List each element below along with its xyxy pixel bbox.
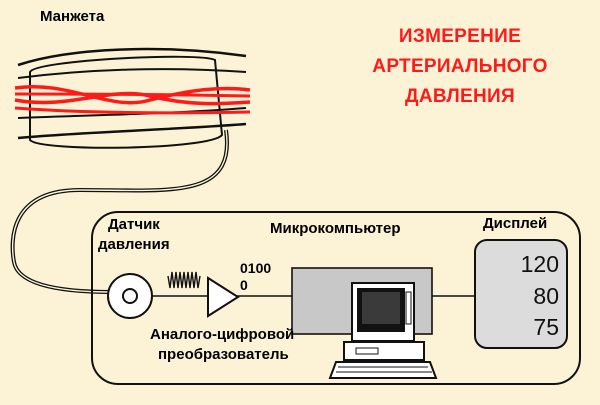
- analog-waveform: [167, 271, 201, 289]
- adc-label-line-2: преобразователь: [158, 346, 289, 363]
- arm-outline-bottom: [17, 122, 247, 140]
- arm-inner-bottom: [17, 107, 247, 119]
- pressure-sensor: [107, 273, 153, 319]
- adc-symbol: [207, 276, 240, 318]
- cuff-illustration: [14, 47, 251, 149]
- display-panel: [474, 239, 568, 349]
- cuff-band: [29, 55, 224, 149]
- computer-icon: [328, 282, 438, 379]
- digital-bits-line-2: 0: [240, 277, 248, 293]
- sensor-label-line-2: давления: [98, 236, 170, 253]
- digital-bits-line-1: 0100: [240, 260, 272, 276]
- display-diastolic-value: 80: [533, 283, 559, 309]
- arm-inner-top: [17, 68, 247, 79]
- title-line-3: ДАВЛЕНИЯ: [405, 86, 515, 107]
- cuff-label: Манжета: [40, 8, 105, 25]
- arm-outline-top: [17, 47, 247, 67]
- display-label: Дисплей: [483, 215, 548, 232]
- diagram-title: ИЗМЕРЕНИЕ АРТЕРИАЛЬНОГО ДАВЛЕНИЯ: [330, 22, 590, 112]
- air-tube-inner: [11, 129, 228, 293]
- artery-line-1: [14, 85, 251, 105]
- adc-label-line-1: Аналого-цифровой: [150, 326, 295, 343]
- display-pulse-value: 75: [533, 314, 559, 340]
- title-line-2: АРТЕРИАЛЬНОГО: [372, 56, 548, 77]
- microcomputer-label: Микрокомпьютер: [270, 220, 401, 237]
- artery-line-3: [14, 92, 251, 98]
- sensor-label-line-1: Датчик: [108, 216, 160, 233]
- display-systolic-value: 120: [520, 251, 559, 277]
- device-enclosure: [91, 211, 581, 385]
- artery-line-4: [14, 106, 251, 115]
- title-line-1: ИЗМЕРЕНИЕ: [398, 26, 522, 47]
